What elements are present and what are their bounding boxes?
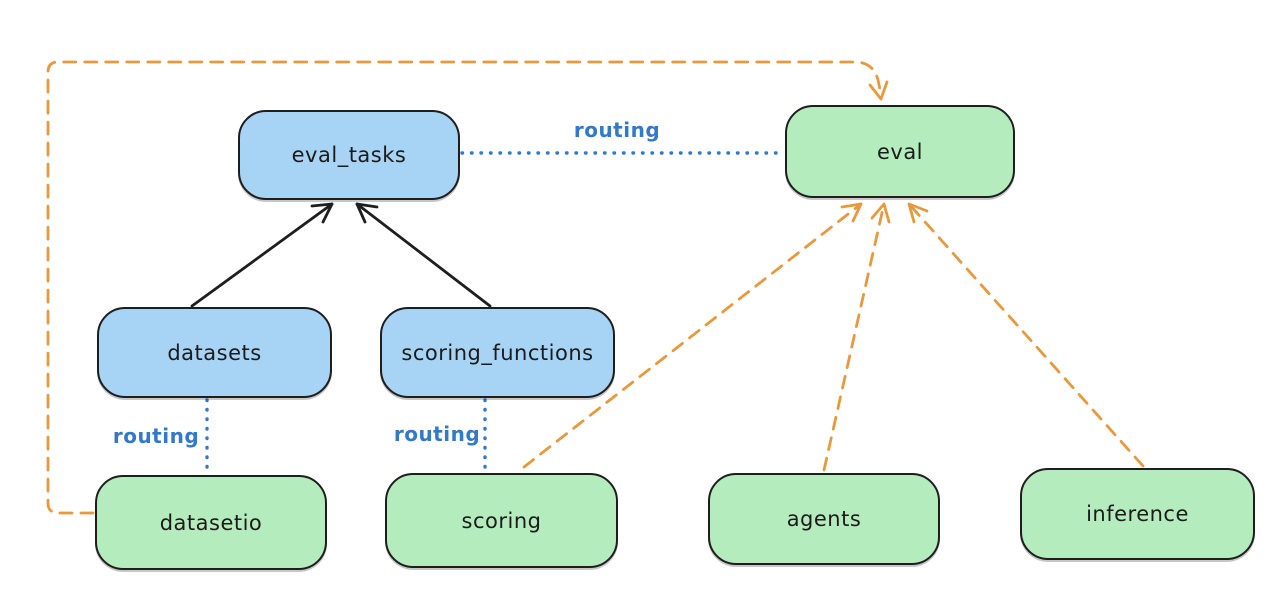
edge-scoring-to-eval [522, 202, 863, 469]
node-datasetio: datasetio [95, 475, 327, 570]
edge-label-routing-eval-tasks-to-eval: routing [573, 118, 661, 142]
node-eval-label: eval [876, 139, 924, 164]
arrowhead-scoring-functions-to-eval-tasks-icon [355, 202, 379, 224]
node-eval-tasks-label: eval_tasks [291, 143, 407, 167]
node-datasetio-label: datasetio [159, 510, 263, 535]
node-datasets-label: datasets [167, 340, 262, 365]
node-agents: agents [708, 473, 940, 565]
node-inference: inference [1020, 468, 1255, 560]
edge-scoring-functions-to-eval-tasks [355, 202, 492, 308]
node-scoring-functions: scoring_functions [380, 307, 615, 398]
node-agents-label: agents [786, 507, 862, 531]
node-scoring-label: scoring [461, 508, 542, 533]
edge-datasetio-to-eval-loop [46, 60, 883, 515]
node-datasets: datasets [97, 307, 332, 398]
arrowhead-scoring-to-eval-icon [840, 202, 863, 223]
node-eval-tasks: eval_tasks [238, 110, 460, 200]
arrowhead-datasets-to-eval-tasks-icon [310, 202, 334, 224]
edge-inference-to-eval [907, 202, 1145, 468]
arrowhead-inference-to-eval-icon [907, 202, 929, 224]
arrowhead-datasetio-to-eval-icon [868, 80, 889, 101]
node-eval: eval [785, 105, 1015, 198]
node-scoring-functions-label: scoring_functions [401, 340, 594, 365]
edge-datasets-to-eval-tasks [190, 202, 334, 308]
edge-label-routing-datasets-to-datasetio: routing [112, 424, 200, 448]
edge-label-routing-scoring-functions-to-scoring: routing [393, 422, 481, 446]
arrowhead-agents-to-eval-icon [870, 202, 891, 224]
edge-agents-to-eval [822, 202, 886, 472]
node-inference-label: inference [1086, 502, 1189, 526]
node-scoring: scoring [385, 473, 618, 568]
